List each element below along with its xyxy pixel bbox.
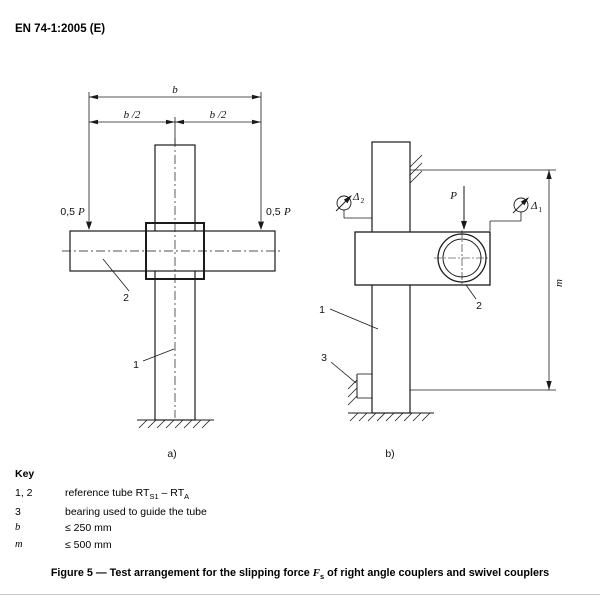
dim-b2-left-label: b /2	[124, 109, 141, 121]
diagram-b: P Δ 2 Δ 1 m 1 2 3 b)	[319, 141, 565, 460]
force-arrowheads-a	[86, 221, 264, 230]
subfigure-a-label: a)	[167, 448, 176, 460]
key-definition: ≤ 250 mm	[65, 522, 112, 535]
gauge-delta2-sub: 2	[361, 196, 365, 205]
dial-gauge-left	[335, 195, 372, 219]
key-definition: bearing used to guide the tube	[65, 505, 207, 518]
labels-a: b b /2 b /2 0,5 P 0,5 P 2 1 a)	[60, 84, 291, 460]
document-header: EN 74-1:2005 (E)	[15, 23, 106, 35]
ref-3-label-b: 3	[321, 352, 327, 364]
key-definition: reference tube RTS1 – RTA	[65, 487, 189, 501]
force-right-symbol: P	[283, 206, 291, 218]
key-row: m ≤ 500 mm	[15, 539, 207, 551]
subfigure-b-label: b)	[385, 448, 394, 460]
caption-post: of right angle couplers and swivel coupl…	[324, 567, 550, 579]
key-term: b	[15, 522, 21, 534]
leader-lines-a	[102, 258, 175, 362]
page-bottom-edge	[0, 594, 600, 595]
force-left-symbol: P	[77, 206, 85, 218]
caption-pre: Figure 5 — Test arrangement for the slip…	[50, 567, 313, 579]
ref-2-label-a: 2	[123, 292, 129, 304]
key-row: b ≤ 250 mm	[15, 522, 207, 534]
key-def-text: – RT	[158, 487, 185, 499]
key-row: 3 bearing used to guide the tube	[15, 506, 207, 518]
figure5-drawing: b b /2 b /2 0,5 P 0,5 P 2 1 a)	[60, 84, 565, 460]
key-row: 1, 2 reference tube RTS1 – RTA	[15, 487, 207, 501]
key-title: Key	[15, 468, 35, 480]
diagram-a: b b /2 b /2 0,5 P 0,5 P 2 1 a)	[60, 84, 291, 460]
gauge-delta1-label: Δ	[530, 200, 537, 212]
key-definition: ≤ 500 mm	[65, 538, 112, 551]
caption-subscript: s	[320, 572, 325, 582]
leader-lines-b	[329, 284, 477, 384]
key-def-subscript: A	[184, 492, 190, 502]
force-left-value: 0,5	[60, 206, 75, 218]
key-term: m	[15, 538, 23, 550]
force-right-value: 0,5	[266, 206, 281, 218]
dimension-m-lines	[410, 169, 556, 391]
figure-caption: Figure 5 — Test arrangement for the slip…	[0, 567, 600, 581]
ref-1-label-b: 1	[319, 304, 325, 316]
dial-gauge-right	[489, 197, 529, 231]
ground-a	[137, 419, 214, 429]
force-p-arrow	[461, 186, 467, 230]
force-p-label: P	[449, 190, 457, 202]
gauge-delta2-label: Δ	[352, 191, 359, 203]
section-centerlines	[434, 230, 490, 286]
dim-b-label: b	[172, 84, 178, 96]
bearing-block	[347, 373, 372, 406]
caption-symbol: F	[312, 567, 320, 579]
gauge-delta1-sub: 1	[539, 205, 543, 214]
labels-b: P Δ 2 Δ 1 m 1 2 3 b)	[319, 190, 565, 460]
dimension-lines-a	[88, 92, 262, 221]
dim-b2-right-label: b /2	[210, 109, 227, 121]
key-term: 3	[15, 505, 21, 518]
key-def-subscript: S1	[149, 492, 159, 502]
ref-1-label-a: 1	[133, 359, 139, 371]
key-def-text: reference tube RT	[65, 487, 150, 499]
ground-b	[348, 412, 434, 422]
ref-2-label-b: 2	[476, 300, 482, 312]
coupler-a	[145, 222, 205, 280]
key-section: Key 1, 2 reference tube RTS1 – RTA 3 bea…	[15, 468, 207, 555]
dim-m-label: m	[553, 279, 565, 287]
top-support-hatch	[409, 154, 423, 184]
key-term: 1, 2	[15, 487, 33, 499]
